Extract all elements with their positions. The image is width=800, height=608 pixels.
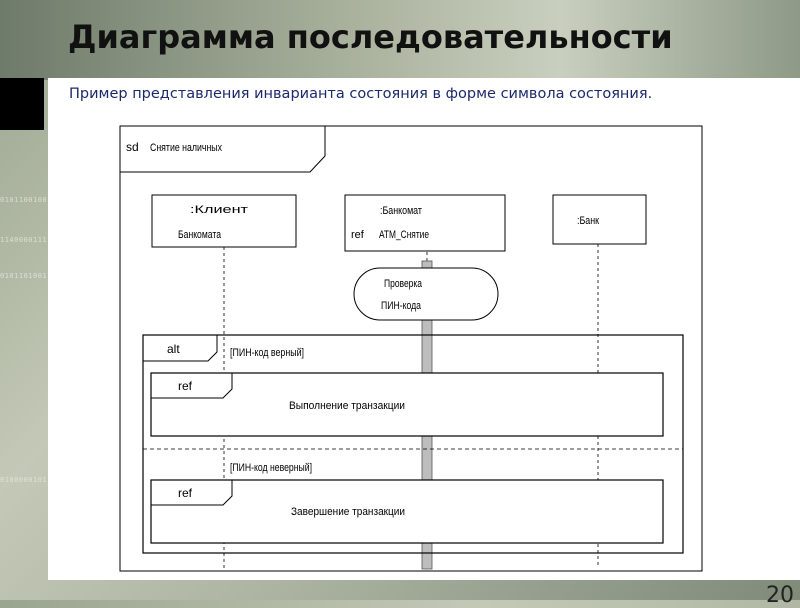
lifeline-bank-head [552,194,647,245]
ref-1-name: Выполнение транзакции [289,400,405,412]
ref-1-keyword: ref [178,379,193,393]
lifeline-bank-line1: :Банк [577,215,599,227]
ref-2-name: Завершение транзакции [291,506,405,518]
lifeline-client-line2: Банкомата [178,229,222,241]
ref-fragment-2 [150,479,664,544]
lifeline-atm-head [344,194,506,252]
lifeline-client-line1: :Клиент [190,204,248,216]
lifeline-atm-ref-name: АТМ_Снятие [379,229,429,241]
ref-fragment-1 [150,372,664,437]
sd-keyword: sd [126,140,139,154]
lifeline-atm-ref-keyword: ref [351,229,365,241]
alt-fragment-tab [143,335,218,362]
binary-decoration: 0101100100 [0,196,48,204]
sd-frame-tab [120,126,326,173]
binary-decoration: 0101101001 [0,272,48,280]
alt-fragment [142,334,684,554]
binary-decoration: 1140000111 [0,236,48,244]
sd-frame [119,125,703,572]
lifeline-atm-line1: :Банкомат [380,205,422,217]
ref-fragment-2-tab [151,480,233,506]
ref-2-keyword: ref [178,486,193,500]
state-invariant-shape [353,267,499,321]
binary-decoration: 0100000101 [0,476,48,484]
ref-fragment-1-tab [151,373,233,399]
slide-title: Диаграмма последовательности [68,18,673,56]
state-invariant-line1: Проверка [384,278,423,290]
decorative-black-box [0,78,44,130]
sd-frame-name: Снятие наличных [150,142,222,154]
alt-guard-2: [ПИН-код неверный] [230,462,312,474]
page-number: 20 [766,583,794,608]
background-strip [0,0,800,80]
state-invariant-line2: ПИН-кода [381,300,422,312]
alt-guard-1: [ПИН-код верный] [230,347,304,359]
slide-subtitle: Пример представления инварианта состояни… [69,86,653,102]
alt-operator: alt [167,342,180,356]
lifeline-client-head [151,194,297,248]
